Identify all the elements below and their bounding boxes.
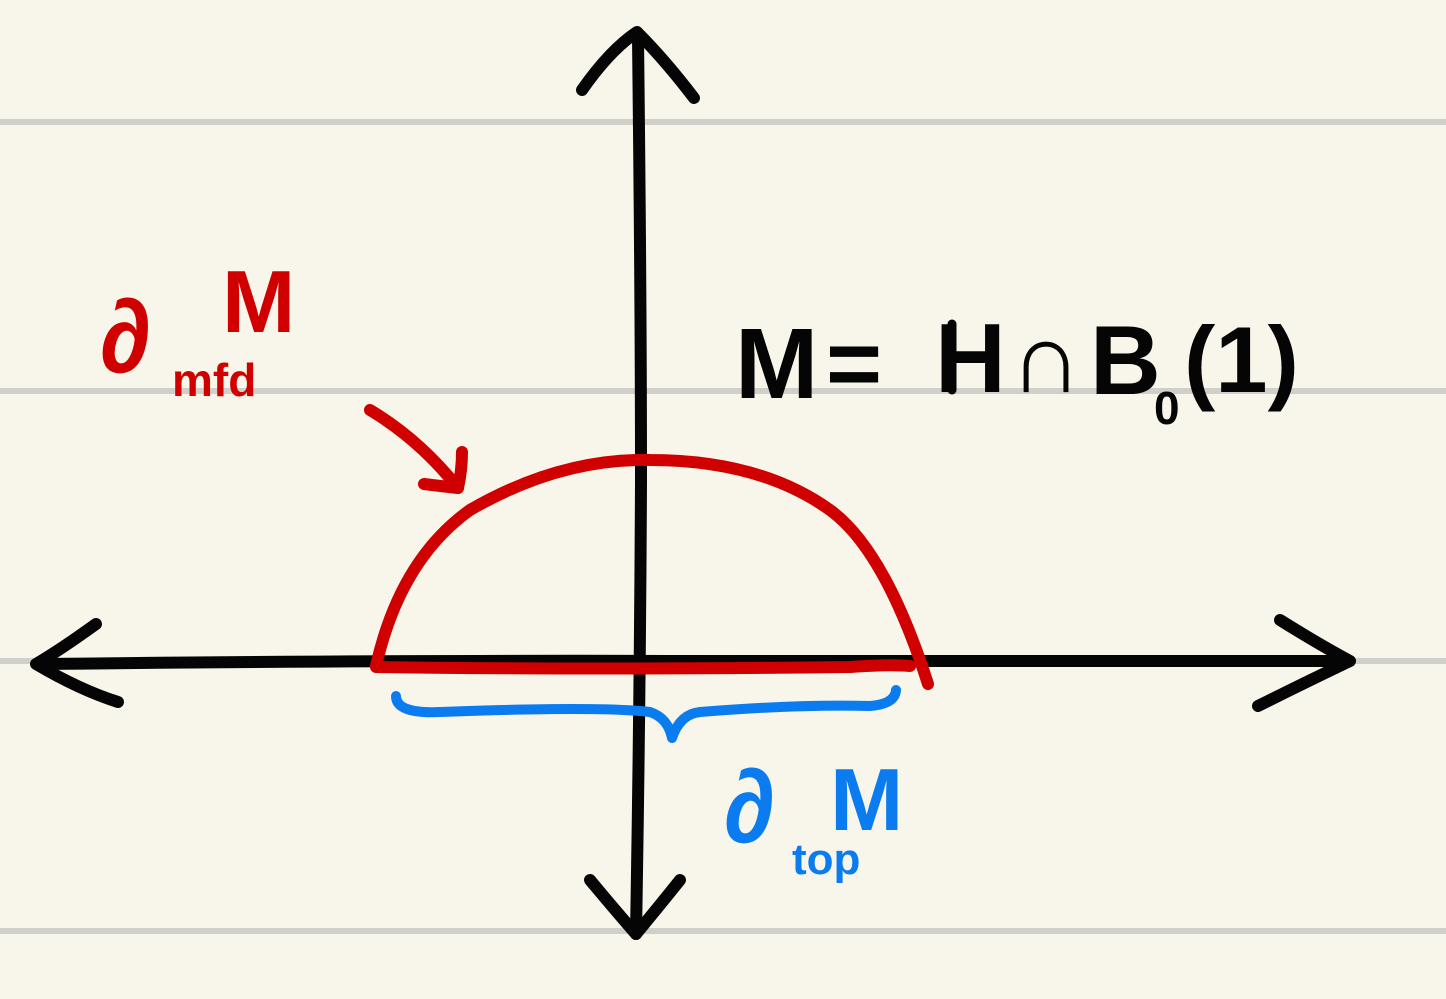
up-arrowhead [576, 26, 700, 104]
definition-half-space: H [935, 303, 1006, 413]
manifold-boundary-subscript: mfd [172, 354, 256, 406]
pointer-head [418, 446, 468, 494]
manifold-boundary-label: ∂ mfd M [100, 252, 295, 406]
definition-equals: = [826, 310, 882, 417]
left-arrowhead [30, 618, 124, 708]
flat-boundary-segment [370, 659, 916, 675]
notebook-rule-lines [0, 119, 1446, 934]
brace-path [391, 685, 901, 743]
manifold-boundary-m: M [222, 252, 295, 351]
definition-label: M = H ∩ B 0 (1) [735, 302, 1299, 434]
vertical-axis-line [630, 32, 647, 940]
upper-semicircle-arc [370, 453, 934, 690]
right-arrowhead [1252, 614, 1356, 712]
down-arrowhead [584, 874, 686, 940]
definition-ball-radius: (1) [1184, 307, 1299, 412]
vertical-axis [576, 26, 700, 940]
topological-boundary-m: M [830, 750, 903, 849]
topological-boundary-brace [391, 685, 901, 743]
manifold-boundary-curve [370, 453, 934, 690]
horizontal-axis-line [32, 654, 1354, 670]
topological-boundary-partial: ∂ [724, 749, 775, 865]
definition-m: M [735, 308, 818, 420]
horizontal-axis [30, 614, 1356, 712]
definition-ball: B [1090, 305, 1161, 415]
manifold-boundary-pointer-arrow [364, 404, 468, 494]
definition-intersection: ∩ [1010, 302, 1082, 414]
pointer-shaft [364, 404, 464, 494]
manifold-boundary-partial: ∂ [100, 279, 151, 395]
topological-boundary-label: ∂ top M [724, 749, 903, 884]
definition-ball-center: 0 [1154, 382, 1180, 434]
topological-boundary-subscript: top [792, 835, 860, 884]
